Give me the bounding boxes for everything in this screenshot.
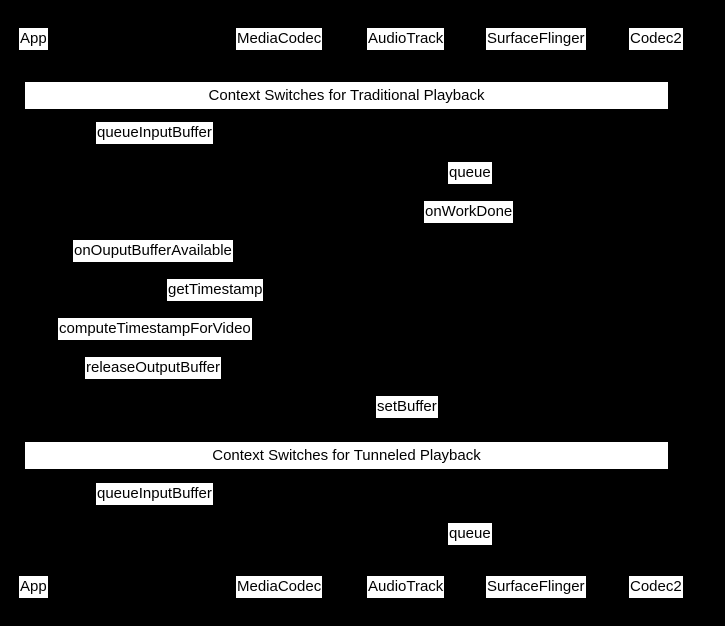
lifeline-app <box>33 52 34 574</box>
participant-mediacodec-top[interactable]: MediaCodec <box>236 28 323 50</box>
lifeline-mediacodec <box>282 52 283 574</box>
message-computetimestampforvideo[interactable]: computeTimestampForVideo <box>58 318 252 340</box>
message-queue-1[interactable]: queue <box>448 162 492 184</box>
message-releaseoutputbuffer[interactable]: releaseOutputBuffer <box>85 357 221 379</box>
message-queueinputbuffer-2[interactable]: queueInputBuffer <box>96 483 213 505</box>
group-banner-tunneled-playback: Context Switches for Tunneled Playback <box>25 442 668 469</box>
group-banner-traditional-playback-title: Context Switches for Traditional Playbac… <box>208 87 485 104</box>
message-onworkdone[interactable]: onWorkDone <box>424 201 514 223</box>
participant-mediacodec-bottom[interactable]: MediaCodec <box>236 576 323 598</box>
participant-app-bottom[interactable]: App <box>19 576 48 598</box>
lifeline-codec2 <box>656 52 657 574</box>
participant-audiotrack-top[interactable]: AudioTrack <box>367 28 445 50</box>
participant-surfaceflinger-bottom[interactable]: SurfaceFlinger <box>486 576 586 598</box>
message-queue-2[interactable]: queue <box>448 523 492 545</box>
lifeline-surfaceflinger <box>539 52 540 574</box>
group-banner-tunneled-playback-title: Context Switches for Tunneled Playback <box>212 447 481 464</box>
group-banner-traditional-playback: Context Switches for Traditional Playbac… <box>25 82 668 109</box>
message-queueinputbuffer-1[interactable]: queueInputBuffer <box>96 122 213 144</box>
participant-codec2-top[interactable]: Codec2 <box>629 28 683 50</box>
lifeline-audiotrack <box>407 52 408 574</box>
message-setbuffer[interactable]: setBuffer <box>376 396 438 418</box>
message-gettimestamp[interactable]: getTimestamp <box>167 279 264 301</box>
participant-app-top[interactable]: App <box>19 28 48 50</box>
participant-surfaceflinger-top[interactable]: SurfaceFlinger <box>486 28 586 50</box>
participant-audiotrack-bottom[interactable]: AudioTrack <box>367 576 445 598</box>
message-onouputbufferavailable[interactable]: onOuputBufferAvailable <box>73 240 233 262</box>
participant-codec2-bottom[interactable]: Codec2 <box>629 576 683 598</box>
